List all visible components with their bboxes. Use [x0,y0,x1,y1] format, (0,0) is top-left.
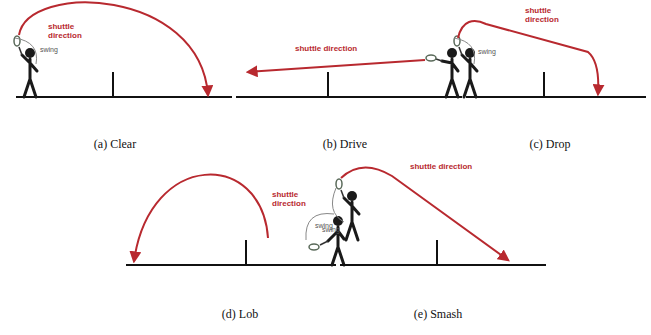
swing-label: swing [322,226,340,234]
court-floor [16,96,232,98]
court-floor [466,96,646,98]
net [543,72,545,97]
panel-caption: (c) Drop [530,138,571,152]
net [112,72,114,97]
panel-caption: (b) Drive [323,138,367,152]
panel-caption: (d) Lob [222,308,258,322]
shuttle-path [458,21,598,94]
shuttle-direction-label: shuttle direction [525,6,573,24]
swing-arc [332,188,344,222]
swing-arc [15,38,37,64]
player [14,36,37,97]
court-floor [126,264,336,266]
net [436,240,438,265]
shuttle-path [248,60,425,72]
net [327,72,329,97]
player [454,36,477,97]
player [309,216,344,265]
panel-caption: (a) Clear [94,138,136,152]
shuttle-path [341,167,508,260]
swing-arc [454,38,475,64]
court-floor [340,264,546,266]
shuttle-direction-label: shuttle direction [272,190,320,208]
net [245,240,247,265]
shuttle-direction-label: shuttle direction [410,162,472,171]
shuttle-path [19,2,208,95]
swing-label: swing [478,48,496,56]
court-floor [236,96,462,98]
swing-label: swing [40,46,58,54]
player [426,48,458,97]
panel-caption: (e) Smash [414,308,462,322]
shuttle-path [134,175,268,261]
shuttle-direction-label: shuttle direction [48,22,96,40]
shuttle-direction-label: shuttle direction [295,44,357,53]
